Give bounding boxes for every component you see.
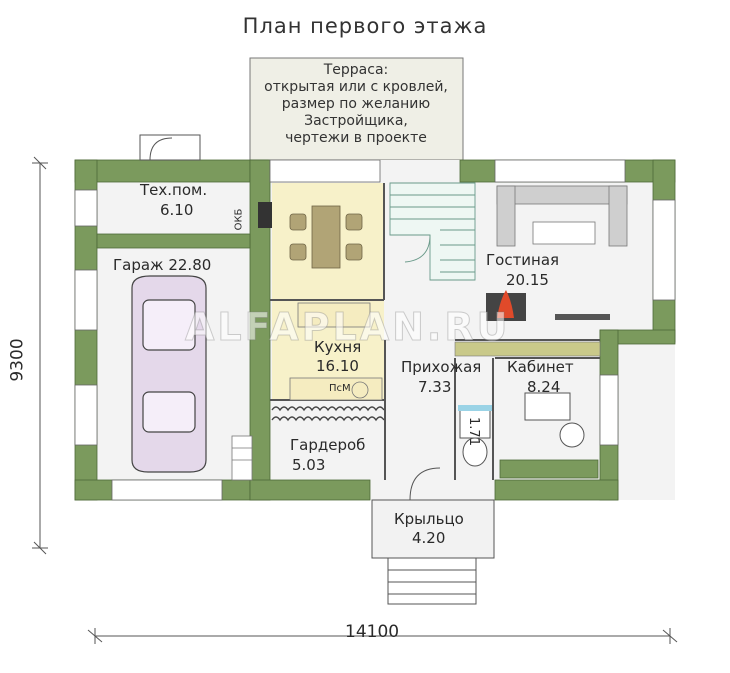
terrace-note-line: открытая или с кровлей, (264, 79, 448, 95)
car (131, 275, 207, 473)
staircase (389, 182, 476, 281)
room-name-porch: Крыльцо (394, 510, 464, 528)
windows (74, 159, 676, 446)
porch (371, 467, 495, 605)
room-area-porch: 4.20 (412, 529, 446, 547)
room-area-tech: 6.10 (160, 201, 194, 219)
room-area-kitchen: 16.10 (316, 357, 359, 375)
dining-table (289, 205, 363, 269)
garage-steps (231, 435, 253, 481)
room-name-kitchen: Кухня (314, 338, 362, 356)
room-label-garage: Гараж 22.80 (113, 256, 212, 274)
terrace-note-line: Застройщика, (304, 113, 408, 129)
room-name-wardrobe: Гардероб (290, 436, 366, 454)
kitchen-counters (289, 302, 383, 401)
tech-door (139, 134, 201, 161)
bath-area: 1.71 (465, 417, 481, 446)
plan-title: План первого этажа (242, 14, 488, 38)
okb-label: ОКБ (233, 208, 245, 231)
watermark: ALFAPLAN.RU (184, 305, 511, 350)
terrace-note-line: Терраса: (323, 62, 389, 78)
room-area-hallway: 7.33 (418, 378, 452, 396)
room-name-tech: Тех.пом. (140, 181, 208, 199)
sofa-set (496, 185, 628, 247)
room-name-living: Гостиная (486, 251, 560, 269)
terrace-note-line: чертежи в проекте (285, 130, 427, 146)
terrace-note-line: размер по желанию (281, 96, 431, 112)
wardrobe-racks (271, 406, 385, 422)
room-name-hallway: Прихожая (401, 358, 482, 376)
office-desk (524, 392, 585, 448)
dimension-lines (32, 156, 678, 644)
terrace-area (249, 57, 464, 161)
room-area-living: 20.15 (506, 271, 549, 289)
fireplace (486, 290, 526, 321)
room-name-office: Кабинет (507, 358, 574, 376)
terrace-note: Терраса: открытая или с кровлей, размер … (252, 62, 460, 147)
room-area-office: 8.24 (527, 378, 561, 396)
psm-label: ПсМ (329, 383, 351, 394)
bath-fixtures (459, 409, 491, 467)
room-area-wardrobe: 5.03 (292, 456, 326, 474)
interior-walls (270, 183, 600, 480)
dimension-width: 14100 (345, 622, 400, 642)
dimension-height: 9300 (7, 338, 28, 382)
